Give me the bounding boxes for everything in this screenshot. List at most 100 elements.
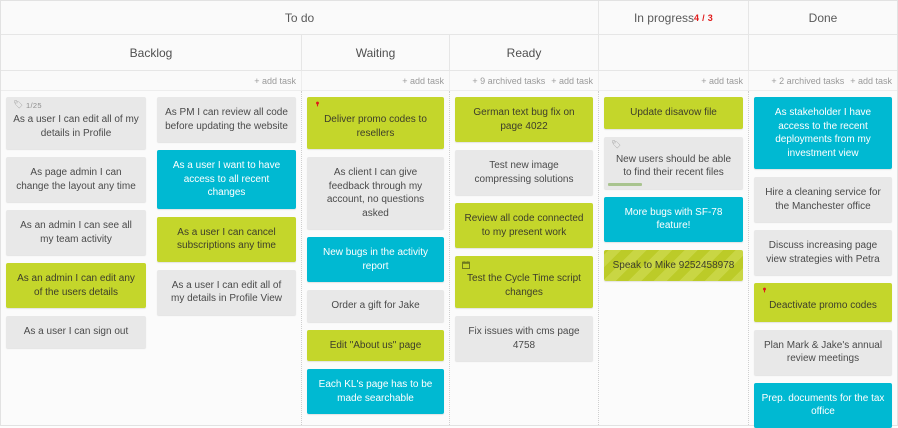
- task-card-title: As an admin I can see all my team activi…: [20, 220, 132, 245]
- add-task-button-in-progress[interactable]: + add task: [701, 75, 743, 86]
- task-card-title: Prep. documents for the tax office: [761, 392, 885, 418]
- task-card-title: Test new image compressing solutions: [474, 160, 574, 185]
- column-header-ready[interactable]: Ready: [449, 35, 598, 70]
- group-header-todo: To do: [1, 1, 598, 34]
- progress-bar: [608, 182, 642, 186]
- column-in-progress: Update disavow file 🏷 New users should be …: [598, 91, 748, 425]
- task-card[interactable]: As client I can give feedback through my…: [307, 157, 444, 229]
- add-task-button-ready[interactable]: + add task: [551, 75, 593, 86]
- task-card-title: As a user I want to have access to all r…: [172, 160, 281, 198]
- column-title-backlog: Backlog: [129, 45, 173, 60]
- task-card[interactable]: As an admin I can see all my team activi…: [6, 210, 146, 255]
- task-card[interactable]: Prep. documents for the tax office: [754, 382, 892, 428]
- group-header-done: Done: [748, 1, 897, 34]
- task-card[interactable]: Fix issues with cms page 4758: [455, 316, 593, 361]
- column-backlog: 🏷1/25 As a user I can edit all of my deta…: [1, 91, 301, 425]
- pin-icon: [763, 287, 766, 293]
- column-header-backlog[interactable]: Backlog: [1, 35, 301, 70]
- add-task-cell-waiting: + add task: [301, 71, 449, 90]
- group-header-todo-label: To do: [284, 10, 315, 25]
- add-task-button-waiting[interactable]: + add task: [402, 75, 444, 86]
- add-task-button-backlog[interactable]: + add task: [254, 75, 296, 86]
- task-card-title: Each KL's page has to be made searchable: [318, 379, 433, 404]
- tag-icon: 🏷: [611, 139, 622, 149]
- task-card-title: Test the Cycle Time script changes: [467, 273, 581, 298]
- add-task-cell-done: + 2 archived tasks + add task: [748, 71, 897, 90]
- task-card-title: As client I can give feedback through my…: [326, 167, 425, 219]
- column-header-done[interactable]: [748, 35, 897, 70]
- column-header-in-progress[interactable]: [598, 35, 748, 70]
- task-card-title: Deactivate promo codes: [769, 300, 877, 311]
- archived-tasks-link-done[interactable]: + 2 archived tasks: [771, 75, 845, 86]
- lane-backlog-2: As PM I can review all code before updat…: [151, 91, 301, 425]
- task-card[interactable]: Speak to Mike 9252458978: [604, 249, 743, 281]
- column-title-waiting: Waiting: [355, 45, 396, 60]
- task-card[interactable]: 🏷 New users should be able to find their …: [604, 136, 743, 189]
- task-card[interactable]: As a user I can edit all of my details i…: [157, 269, 296, 315]
- task-card[interactable]: Edit "About us" page: [307, 329, 444, 361]
- pin-icon: [316, 101, 319, 107]
- task-card-title: Order a gift for Jake: [331, 300, 420, 311]
- task-card[interactable]: German text bug fix on page 4022: [455, 97, 593, 142]
- tag-icon: 🏷: [13, 100, 24, 109]
- add-task-cell-ready: + 9 archived tasks + add task: [449, 71, 598, 90]
- column-done: As stakeholder I have access to the rece…: [748, 91, 897, 428]
- task-card[interactable]: Discuss increasing page view strategies …: [754, 230, 892, 275]
- add-task-button-done[interactable]: + add task: [850, 75, 892, 86]
- column-header-row: Backlog Waiting Ready: [1, 35, 897, 71]
- task-card[interactable]: Test new image compressing solutions: [455, 150, 593, 195]
- task-card-title: Discuss increasing page view strategies …: [766, 240, 880, 265]
- group-header-done-label: Done: [808, 10, 838, 25]
- add-task-cell-in-progress: + add task: [598, 71, 748, 90]
- task-card-title: Update disavow file: [630, 107, 717, 118]
- task-card-title: As an admin I can edit any of the users …: [17, 273, 135, 298]
- task-card-title: German text bug fix on page 4022: [473, 107, 575, 132]
- task-card[interactable]: Update disavow file: [604, 97, 743, 129]
- group-header-in-progress-label: In progress: [633, 10, 694, 25]
- task-card[interactable]: More bugs with SF-78 feature!: [604, 196, 743, 242]
- task-card[interactable]: As an admin I can edit any of the users …: [6, 263, 146, 308]
- task-card-title: As a user I can sign out: [23, 326, 129, 337]
- task-card[interactable]: As PM I can review all code before updat…: [157, 97, 296, 142]
- task-card-title: Hire a cleaning service for the Manchest…: [765, 187, 881, 212]
- task-card[interactable]: Deliver promo codes to resellers: [307, 97, 444, 149]
- task-card[interactable]: Review all code connected to my present …: [455, 203, 593, 248]
- task-card[interactable]: Plan Mark & Jake's annual review meeting…: [754, 329, 892, 375]
- task-card-title: Deliver promo codes to resellers: [324, 114, 427, 139]
- task-card-title: Review all code connected to my present …: [464, 213, 584, 238]
- task-card-title: As stakeholder I have access to the rece…: [774, 107, 872, 159]
- task-card-title: Speak to Mike 9252458978: [612, 259, 735, 271]
- task-card[interactable]: Order a gift for Jake: [307, 290, 444, 322]
- task-card[interactable]: Deactivate promo codes: [754, 283, 892, 322]
- task-card[interactable]: As stakeholder I have access to the rece…: [754, 97, 892, 169]
- task-card[interactable]: As a user I want to have access to all r…: [157, 150, 296, 209]
- task-card-title: New users should be able to find their r…: [615, 153, 732, 179]
- task-card[interactable]: As page admin I can change the layout an…: [6, 157, 146, 202]
- task-card[interactable]: As a user I can cancel subscriptions any…: [157, 216, 296, 262]
- task-card-title: As page admin I can change the layout an…: [16, 167, 136, 192]
- tag-count: 1/25: [26, 101, 42, 110]
- group-header-in-progress: In progress 4 / 3: [598, 1, 748, 34]
- archived-tasks-link-ready[interactable]: + 9 archived tasks: [472, 75, 546, 86]
- column-waiting: Deliver promo codes to resellers As clien…: [301, 91, 449, 425]
- task-card-title: Edit "About us" page: [329, 339, 422, 351]
- task-card-title: As PM I can review all code before updat…: [165, 107, 288, 132]
- task-card[interactable]: Hire a cleaning service for the Manchest…: [754, 177, 892, 222]
- swimlane-group-header-row: To do In progress 4 / 3 Done: [1, 1, 897, 35]
- task-card[interactable]: Test the Cycle Time script changes: [455, 256, 593, 308]
- task-card-title: New bugs in the activity report: [322, 247, 429, 272]
- task-card[interactable]: As a user I can sign out: [6, 316, 146, 348]
- column-header-waiting[interactable]: Waiting: [301, 35, 449, 70]
- task-card-title: More bugs with SF-78 feature!: [624, 206, 723, 232]
- add-task-row: + add task + add task + 9 archived tasks…: [1, 71, 897, 91]
- wip-limit-badge: 4 / 3: [694, 13, 714, 23]
- calendar-icon: [462, 261, 470, 269]
- task-card[interactable]: Each KL's page has to be made searchable: [307, 369, 444, 414]
- task-card[interactable]: New bugs in the activity report: [307, 237, 444, 282]
- task-card-title: Plan Mark & Jake's annual review meeting…: [763, 339, 883, 365]
